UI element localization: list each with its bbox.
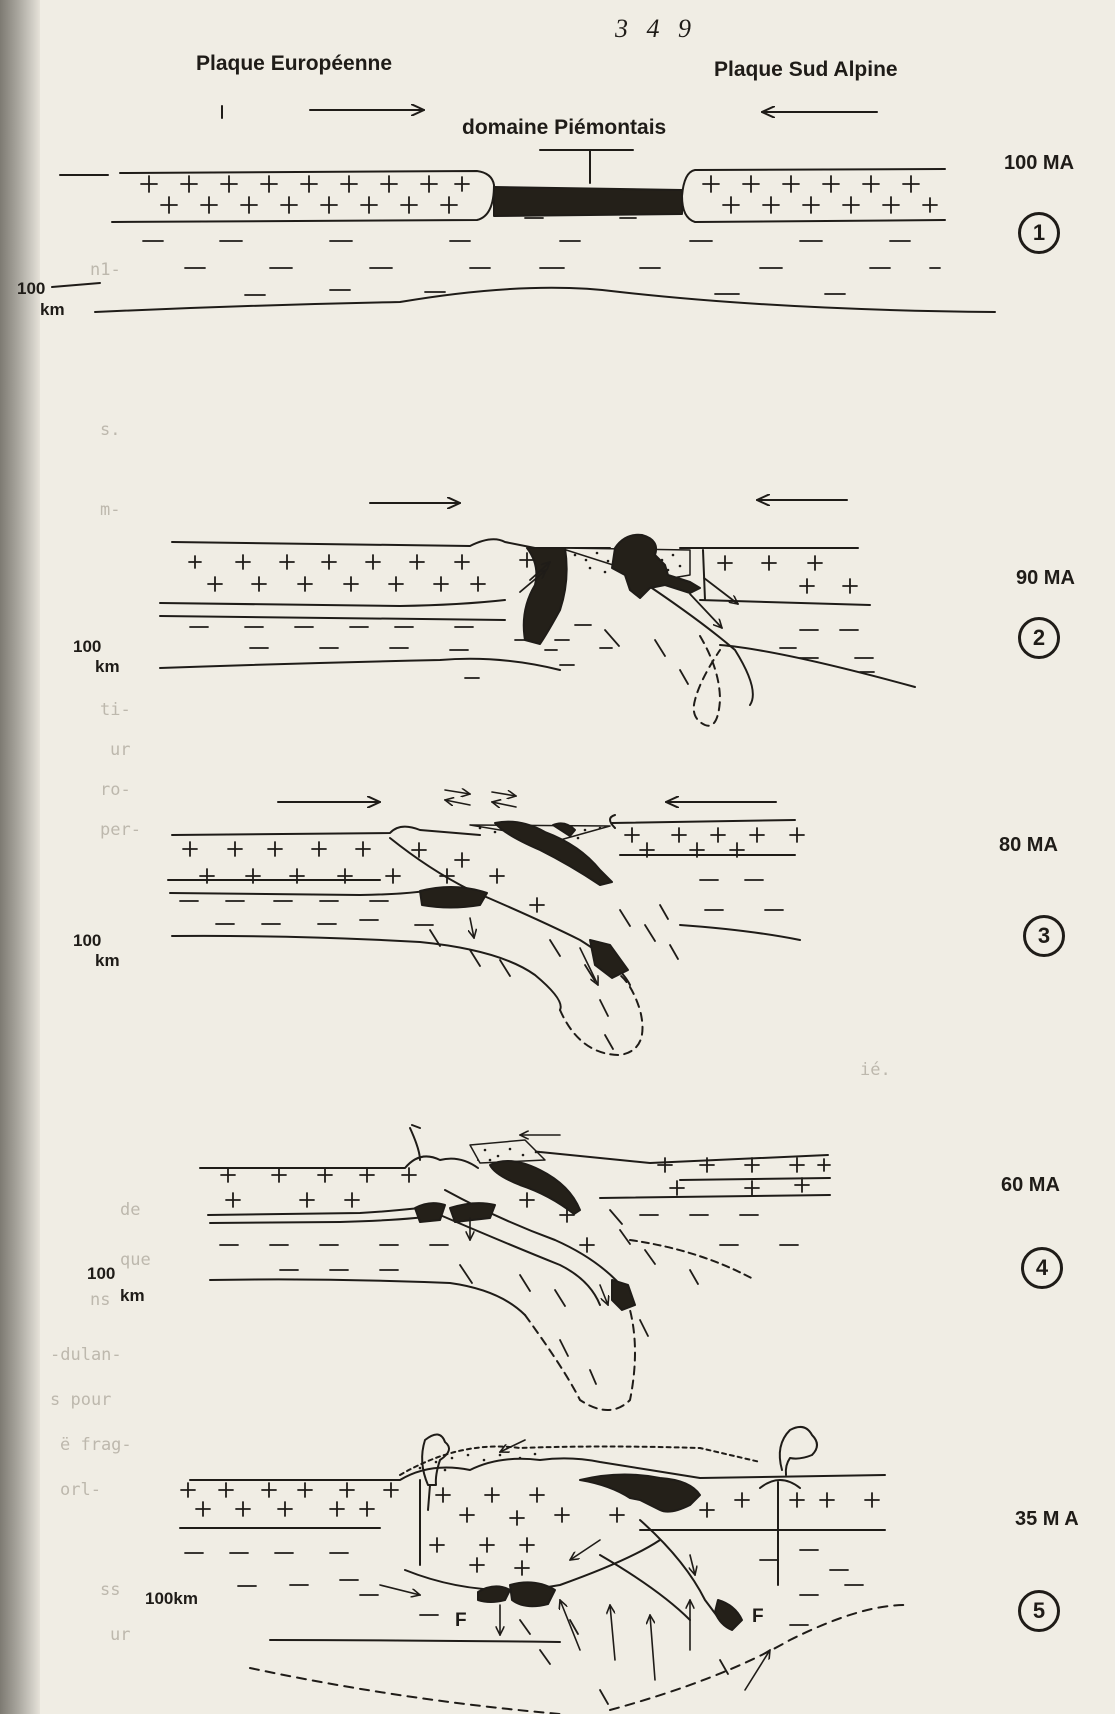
slab-bottom-dashed [694, 636, 720, 726]
stage-5-section: F F [180, 1427, 905, 1714]
sediment-wedge [470, 1140, 545, 1163]
ophiolite-deep [715, 1600, 742, 1630]
moho [170, 888, 440, 895]
mantle-pattern [180, 880, 783, 1049]
mantle-pattern [220, 1210, 798, 1384]
european-crust-base [160, 600, 505, 606]
european-crust-top [172, 827, 480, 835]
fault-label-left: F [455, 1610, 467, 1631]
european-crust-top [172, 539, 610, 548]
ophiolite-slab [490, 1161, 580, 1214]
oceanic-domain [494, 187, 682, 216]
slab-arrow [600, 1285, 608, 1305]
upper-plate-lithosphere [680, 925, 800, 940]
volcanic-plume-right [780, 1427, 817, 1475]
south-alpine-crust [680, 548, 870, 605]
ophiolite-deep [612, 1280, 635, 1310]
shear-arrow [500, 1440, 525, 1452]
stage-3-section [168, 790, 804, 1055]
slab-lower [440, 1215, 600, 1305]
european-crust-top [200, 1156, 478, 1168]
volcanic-plume-left [422, 1434, 449, 1485]
thrust-trace [410, 1125, 420, 1160]
sediment-cover [400, 1447, 760, 1476]
lithosphere-base [95, 288, 995, 312]
ophiolite-nappe [580, 1474, 700, 1511]
ophiolite-body-left [524, 548, 567, 644]
continental-crust-pattern [189, 553, 857, 593]
stage-4-section [200, 1125, 830, 1410]
stage-1-section [52, 106, 995, 312]
moho [160, 616, 505, 620]
crust-base [180, 1528, 885, 1530]
south-alpine-lithosphere [720, 645, 915, 687]
lithosphere-base [172, 936, 561, 1010]
ophiolite-lens-right [450, 1203, 495, 1222]
slab-tip-dashed [525, 1310, 635, 1410]
south-alpine-crust [682, 169, 945, 222]
ophiolite-root-center [510, 1582, 555, 1606]
depth-marker [52, 283, 100, 287]
lithosphere-base [210, 1279, 525, 1315]
ophiolite-deep [590, 940, 628, 978]
ophiolite-lens [420, 887, 487, 908]
lithosphere-base [270, 1640, 560, 1642]
european-crust-base [208, 1205, 440, 1215]
asthenosphere-dashed [250, 1605, 905, 1714]
mantle-pattern [143, 218, 940, 295]
ophiolite-root-left [478, 1586, 510, 1602]
lithosphere-base [160, 659, 560, 670]
fault-label-right: F [752, 1606, 764, 1627]
stage-2-section [160, 500, 915, 726]
slab-tip-dashed [560, 975, 643, 1055]
mantle-pattern [185, 1550, 863, 1704]
slab-upper [640, 1520, 720, 1620]
volcano-right [760, 1480, 800, 1488]
volcano-vent-left [428, 1485, 430, 1510]
ophiolite-lens-left [415, 1203, 445, 1222]
moho [210, 1215, 440, 1223]
piedmont-bracket [540, 150, 633, 183]
